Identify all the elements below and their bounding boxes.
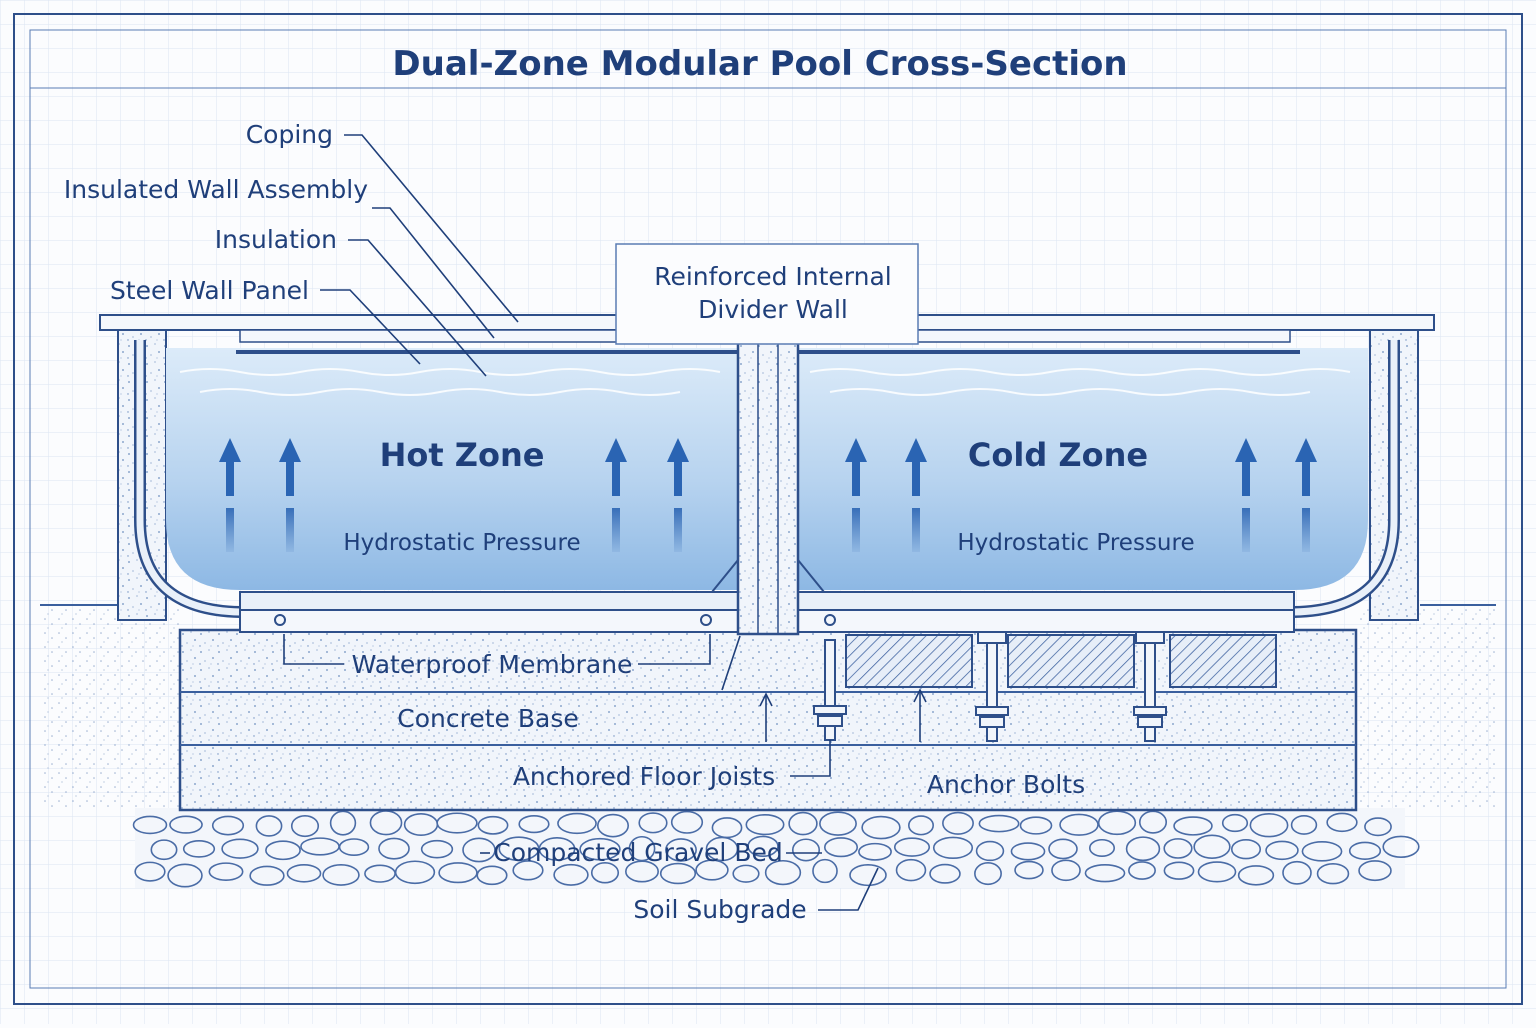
up-arrow-icon <box>219 438 241 552</box>
up-arrow-icon <box>605 438 627 552</box>
pressure-arrows <box>219 438 1317 552</box>
inner-frame <box>29 29 1507 989</box>
anchor-bolts-label: Anchor Bolts <box>927 770 1085 799</box>
floor-joists <box>845 634 1277 688</box>
hot-zone-water <box>166 348 738 590</box>
hot-zone-label: Hot Zone <box>380 436 545 474</box>
outer-frame <box>13 13 1523 1005</box>
up-arrow-icon <box>279 438 301 552</box>
hot-zone-pressure-label: Hydrostatic Pressure <box>343 530 580 556</box>
anchored-floor-joists-label: Anchored Floor Joists <box>513 762 775 791</box>
up-arrow-icon <box>905 438 927 552</box>
up-arrow-icon <box>845 438 867 552</box>
compacted-gravel-bed <box>132 808 1420 888</box>
divider-label-box <box>615 243 919 345</box>
left-wall-assembly <box>117 329 241 621</box>
insulation-label: Insulation <box>215 225 337 254</box>
divider-wall <box>711 336 825 636</box>
insulated-wall-assembly-label: Insulated Wall Assembly <box>64 175 368 204</box>
cold-zone-label: Cold Zone <box>968 436 1148 474</box>
waterproof-membrane-label: Waterproof Membrane <box>352 650 633 679</box>
cold-zone-water <box>798 348 1368 590</box>
up-arrow-icon <box>1235 438 1257 552</box>
water-ripples <box>179 368 1351 396</box>
steel-wall-panel-label: Steel Wall Panel <box>110 276 309 305</box>
ground-surface <box>40 604 1496 807</box>
cold-zone-pressure-label: Hydrostatic Pressure <box>957 530 1194 556</box>
coping <box>99 314 1435 354</box>
leader-lines <box>283 134 927 911</box>
up-arrow-icon <box>1295 438 1317 552</box>
right-wall-assembly <box>1293 329 1419 621</box>
soil-subgrade-label: Soil Subgrade <box>633 895 806 924</box>
divider-label-line2: Divider Wall <box>698 295 848 324</box>
concrete-base-label: Concrete Base <box>397 704 578 733</box>
compacted-gravel-bed-label: Compacted Gravel Bed <box>493 838 782 867</box>
coping-label: Coping <box>246 120 333 149</box>
anchor-bolts <box>813 614 1167 742</box>
diagram-title: Dual-Zone Modular Pool Cross-Section <box>392 44 1127 84</box>
up-arrow-icon <box>667 438 689 552</box>
divider-label-line1: Reinforced Internal <box>654 262 892 291</box>
